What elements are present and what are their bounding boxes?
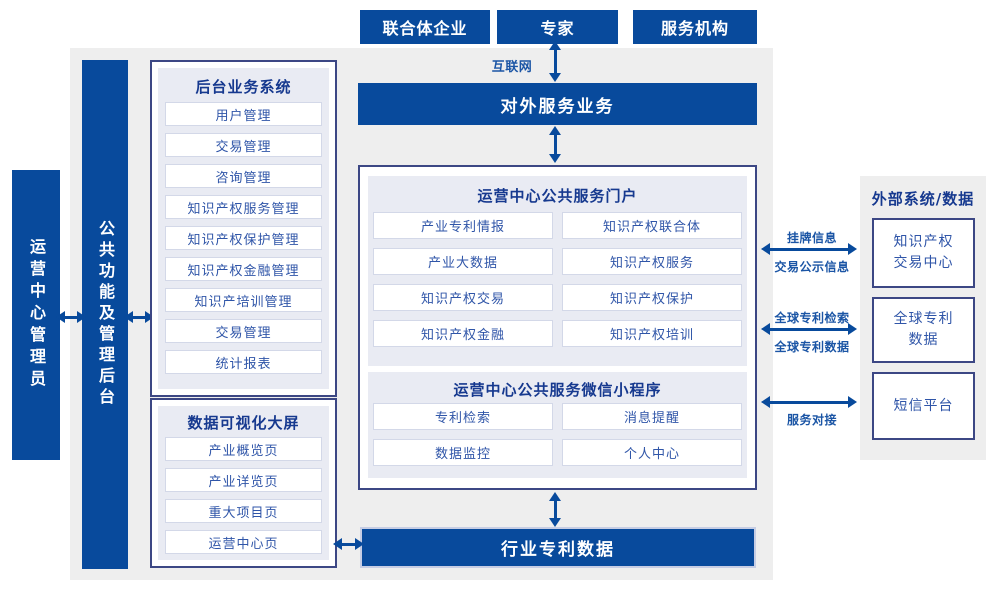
link-label-service-connect: 服务对接 [786,413,837,427]
internet-label: 互联网 [491,60,533,75]
link-label-trade-publicity: 交易公示信息 [774,260,850,274]
data-screen-item: 运营中心页 [165,530,322,554]
backend-item: 咨询管理 [165,164,322,188]
external-box-line: 全球专利 [893,311,954,327]
mini-program-items: 专利检索 消息提醒 数据监控 个人中心 [373,403,742,466]
backend-item: 交易管理 [165,133,322,157]
external-box-line: 知识产权 [893,234,954,250]
external-box-ip-trading-center: 知识产权 交易中心 [872,218,975,288]
service-connect-double-arrow-icon [761,396,857,408]
portal-item: 产业大数据 [373,248,553,275]
backend-system-items: 用户管理 交易管理 咨询管理 知识产权服务管理 知识产权保护管理 知识产权金融管… [165,102,322,374]
box-service-org-label: 服务机构 [660,19,729,38]
backend-system-title: 后台业务系统 [195,78,292,96]
portal-item: 知识产权联合体 [562,212,742,239]
portal-patent-double-arrow-icon [549,492,561,527]
bar-industry-patent-data: 行业专利数据 [360,527,756,568]
portal-title: 运营中心公共服务门户 [477,187,638,205]
portal-item: 知识产权服务 [562,248,742,275]
box-experts: 专家 [497,10,618,44]
link-label-global-patent-data: 全球专利数据 [774,340,850,354]
external-box-global-patent-data: 全球专利 数据 [872,297,975,363]
external-systems-title: 外部系统/数据 [871,190,975,208]
mini-program-title: 运营中心公共服务微信小程序 [453,381,662,399]
mini-program-item: 数据监控 [373,439,553,466]
external-box-line: 数据 [908,332,939,348]
portal-item: 知识产权培训 [562,320,742,347]
screen-patent-double-arrow-icon [333,538,364,550]
external-box-line: 交易中心 [893,255,954,271]
backend-item: 交易管理 [165,319,322,343]
portal-items: 产业专利情报 知识产权联合体 产业大数据 知识产权服务 知识产权交易 知识产权保… [373,212,742,347]
bar-public-functions-backend: 公共功能及管理后台 [82,60,128,569]
box-consortium-enterprises: 联合体企业 [360,10,490,44]
data-screen-items: 产业概览页 产业详览页 重大项目页 运营中心页 [165,437,322,554]
data-screen-item: 产业概览页 [165,437,322,461]
portal-item: 知识产权保护 [562,284,742,311]
bar-industry-patent-label: 行业专利数据 [501,540,615,560]
backend-item: 用户管理 [165,102,322,126]
ip-trading-double-arrow-icon [761,243,857,255]
box-service-organizations: 服务机构 [633,10,757,44]
backend-item: 知识产权金融管理 [165,257,322,281]
portal-item: 知识产权交易 [373,284,553,311]
global-patent-double-arrow-icon [761,323,857,335]
internet-double-arrow-icon [549,41,561,82]
portal-item: 知识产权金融 [373,320,553,347]
backend-item: 统计报表 [165,350,322,374]
link-label-listing-info: 挂牌信息 [786,231,837,245]
box-experts-label: 专家 [540,19,575,38]
backend-item: 知识产权服务管理 [165,195,322,219]
data-screen-item: 重大项目页 [165,499,322,523]
external-box-sms-platform: 短信平台 [872,372,975,440]
mini-program-item: 消息提醒 [562,403,742,430]
bar-public-functions-label: 公共功能及管理后台 [96,220,115,409]
external-box-line: 短信平台 [893,397,954,414]
box-consortium-label: 联合体企业 [382,19,468,38]
portal-item: 产业专利情报 [373,212,553,239]
bar-external-services-label: 对外服务业务 [500,96,615,117]
data-screen-title: 数据可视化大屏 [187,414,300,432]
backend-item: 知识产权保护管理 [165,226,322,250]
data-screen-item: 产业详览页 [165,468,322,492]
mini-program-item: 个人中心 [562,439,742,466]
admin-backend-double-arrow-icon [56,311,86,323]
backend-system-double-arrow-icon [124,311,154,323]
mini-program-item: 专利检索 [373,403,553,430]
link-label-global-patent-search: 全球专利检索 [774,311,850,325]
backend-item: 知识产培训管理 [165,288,322,312]
bar-operations-admin-label: 运营中心管理员 [27,238,46,392]
bar-external-services: 对外服务业务 [358,83,757,125]
bar-operations-admin: 运营中心管理员 [12,170,60,460]
external-portal-double-arrow-icon [549,126,561,163]
